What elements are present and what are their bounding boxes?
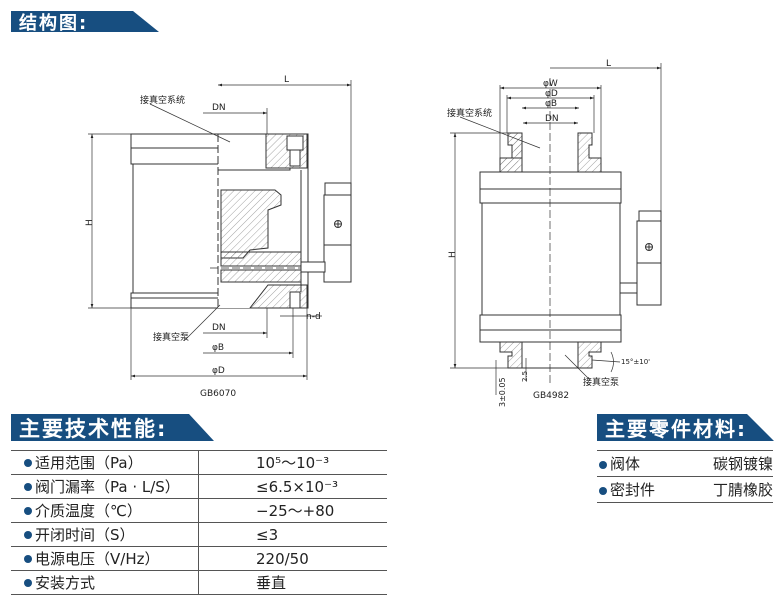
caption-gb6070: GB6070 — [200, 389, 236, 399]
row-label: 开闭时间（S） — [35, 526, 135, 544]
diagram-gb4982 — [479, 78, 662, 385]
materials-title: 主要零件材料: — [605, 417, 747, 441]
caption-gb4982: GB4982 — [533, 391, 569, 401]
structure-section-header: 结构图: — [11, 11, 159, 34]
performance-section-header: 主要技术性能: — [11, 414, 214, 441]
row-value: 220/50 — [256, 549, 309, 568]
table-row: 开闭时间（S） ≤3 — [11, 522, 387, 546]
row-label: 安装方式 — [35, 574, 96, 592]
row-label: 电源电压（V/Hz） — [35, 550, 160, 568]
bullet-icon — [24, 458, 32, 467]
dim-DN-right: DN — [545, 114, 559, 124]
dim-L-left: L — [284, 75, 289, 85]
dim-L-right: L — [606, 59, 611, 69]
row-label: 介质温度（℃） — [35, 502, 142, 520]
table-row: 电源电压（V/Hz） 220/50 — [11, 546, 387, 570]
dimensions-gb6070 — [88, 80, 352, 380]
row-label: 适用范围（Pa） — [35, 454, 143, 472]
row-value: −25～+80 — [256, 502, 335, 520]
row-value: ≤3 — [256, 525, 279, 544]
dim-3-right: 3±0.05 — [498, 377, 507, 407]
row-value: 10⁵～10⁻³ — [256, 454, 330, 472]
label-vacuum-pump-right: 接真空泵 — [583, 376, 619, 388]
bullet-icon — [599, 461, 607, 469]
dim-D-left: φD — [212, 366, 225, 376]
dim-H-right: H — [448, 251, 458, 258]
dim-B-right: φB — [545, 99, 557, 109]
bullet-icon — [24, 578, 32, 587]
part-name: 密封件 — [610, 481, 656, 499]
table-row: 介质温度（℃） −25～+80 — [11, 498, 387, 522]
bullet-icon — [24, 506, 32, 515]
part-material: 丁腈橡胶 — [712, 481, 773, 499]
table-row: 密封件 丁腈橡胶 — [597, 476, 773, 503]
label-vacuum-system-left: 接真空系统 — [140, 94, 185, 106]
dim-W-right: φW — [543, 79, 558, 89]
structure-title: 结构图: — [19, 12, 89, 34]
table-row: 安装方式 垂直 — [11, 570, 387, 595]
materials-section-header: 主要零件材料: — [597, 414, 774, 441]
table-row: 阀门漏率（Pa · L/S） ≤6.5×10⁻³ — [11, 474, 387, 498]
bullet-icon — [24, 554, 32, 563]
table-row: 适用范围（Pa） 10⁵～10⁻³ — [11, 450, 387, 474]
dim-angle-right: 15°±10' — [621, 358, 650, 366]
row-label: 阀门漏率（Pa · L/S） — [35, 478, 180, 496]
label-vacuum-system-right: 接真空系统 — [447, 107, 492, 119]
dim-B-left: φB — [212, 343, 224, 353]
part-name: 阀体 — [610, 455, 641, 473]
performance-title: 主要技术性能: — [19, 416, 168, 441]
dimensions-gb4982 — [450, 63, 662, 395]
table-row: 阀体 碳钢镀镍 — [597, 450, 773, 476]
dim-DN-top-left: DN — [212, 103, 226, 113]
bullet-icon — [24, 530, 32, 539]
part-material: 碳钢镀镍 — [712, 455, 773, 473]
dim-D-right: φD — [545, 89, 558, 99]
row-value: ≤6.5×10⁻³ — [256, 477, 339, 496]
dim-H-left: H — [85, 219, 95, 226]
structure-diagrams: 接真空系统 接真空泵 L H DN DN φB φD n-d GB6070 — [85, 59, 662, 407]
dim-nd-left: n-d — [306, 312, 321, 322]
materials-table: 阀体 碳钢镀镍 密封件 丁腈橡胶 — [597, 450, 773, 503]
performance-table: 适用范围（Pa） 10⁵～10⁻³ 阀门漏率（Pa · L/S） ≤6.5×10⁻³… — [11, 450, 387, 595]
label-vacuum-pump-left: 接真空泵 — [153, 331, 189, 343]
diagram-gb6070 — [130, 133, 352, 309]
row-value: 垂直 — [256, 574, 287, 592]
bullet-icon — [599, 487, 607, 495]
dim-DN-bottom-left: DN — [212, 323, 226, 333]
dim-2.5-right: 2.5 — [521, 371, 529, 382]
bullet-icon — [24, 482, 32, 491]
